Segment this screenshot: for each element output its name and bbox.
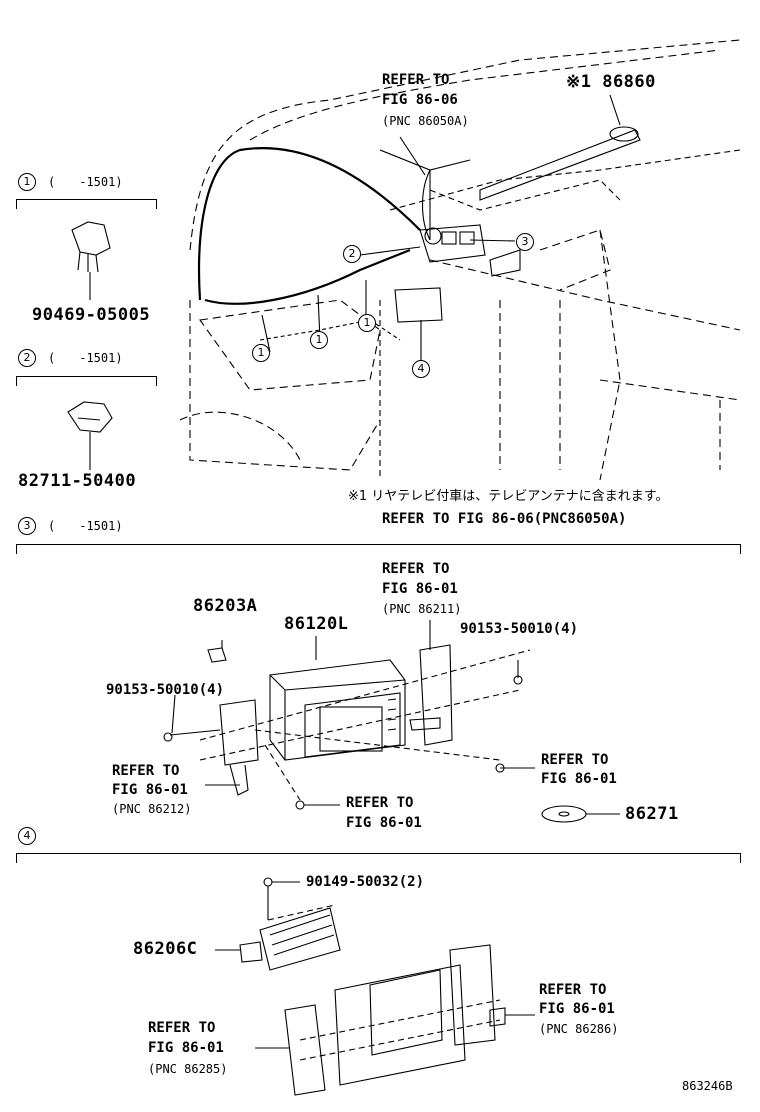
audio-head-unit-drawing [163,620,620,823]
s4-refer-86286-line3: (PNC 86286) [539,1022,619,1036]
refer-to-86-06-line2: FIG 86-06 [382,92,458,108]
section-3-divider [16,544,740,545]
section-1-divider [16,199,156,200]
callout-3: 3 [516,233,534,251]
s3-refer-bottom-line1: REFER TO [346,795,414,811]
s3-refer-right-line1: REFER TO [541,752,609,768]
refer-to-86-06-line1: REFER TO [382,72,450,88]
part-number-86860: ※1 86860 [566,72,656,92]
figure-id: 863246B [682,1079,733,1093]
section-1-divider-right [156,199,157,209]
section-2-divider-right [156,376,157,386]
s3-refer-86211-line1: REFER TO [382,561,450,577]
section-1-divider-left [16,199,17,209]
section-4-divider [16,853,740,854]
s3-refer-86212-line3: (PNC 86212) [112,802,192,816]
vehicle-cabin-drawing [179,39,741,481]
section-1-range: ( -1501) [48,175,123,189]
part-number-90153-left: 90153-50010(4) [106,682,225,698]
callout-1-c: 1 [358,314,376,332]
s4-refer-86286-line2: FIG 86-01 [539,1001,615,1017]
part-number-82711-50400: 82711-50400 [18,471,137,491]
note-rear-tv: ※1 リヤテレビ付車は、テレビアンテナに含まれます。 [348,489,669,504]
section-3-divider-right [740,544,741,554]
section-4-divider-right [740,853,741,863]
s3-refer-86212-line2: FIG 86-01 [112,782,188,798]
s3-refer-bottom-line2: FIG 86-01 [346,815,422,831]
clip-90469-drawing [71,221,111,300]
section-2-range: ( -1501) [48,351,123,365]
section-3-divider-left [16,544,17,554]
s3-refer-right-line2: FIG 86-01 [541,771,617,787]
note-refer-86-06: REFER TO FIG 86-06(PNC86050A) [382,511,627,527]
refer-to-86-06-line3: (PNC 86050A) [382,114,469,128]
part-number-86203A: 86203A [193,596,258,616]
callout-4: 4 [412,360,430,378]
s3-refer-86211-line2: FIG 86-01 [382,581,458,597]
section-4-divider-left [16,853,17,863]
amplifier-and-bracket-drawing [215,877,535,1096]
section-2-divider-left [16,376,17,386]
part-number-86271: 86271 [625,804,679,824]
s4-refer-86285-line2: FIG 86-01 [148,1040,224,1056]
s3-refer-86212-line1: REFER TO [112,763,180,779]
part-number-86120L: 86120L [284,614,349,634]
part-number-90469-05005: 90469-05005 [32,305,151,325]
callout-2: 2 [343,245,361,263]
section-3-marker: 3 [18,517,36,535]
s4-refer-86285-line1: REFER TO [148,1020,216,1036]
section-1-marker: 1 [18,173,36,191]
s4-refer-86286-line1: REFER TO [539,982,607,998]
section-3-range: ( -1501) [48,519,123,533]
part-number-86206C: 86206C [133,939,198,959]
part-number-90153-right: 90153-50010(4) [460,621,579,637]
callout-1-b: 1 [310,331,328,349]
section-2-divider [16,376,156,377]
section-2-marker: 2 [18,349,36,367]
part-number-90149-50032: 90149-50032(2) [306,874,425,890]
callout-1-a: 1 [252,344,270,362]
section-4-marker: 4 [18,827,36,845]
clip-82711-drawing [67,401,113,470]
s4-refer-86285-line3: (PNC 86285) [148,1062,228,1076]
s3-refer-86211-line3: (PNC 86211) [382,602,462,616]
